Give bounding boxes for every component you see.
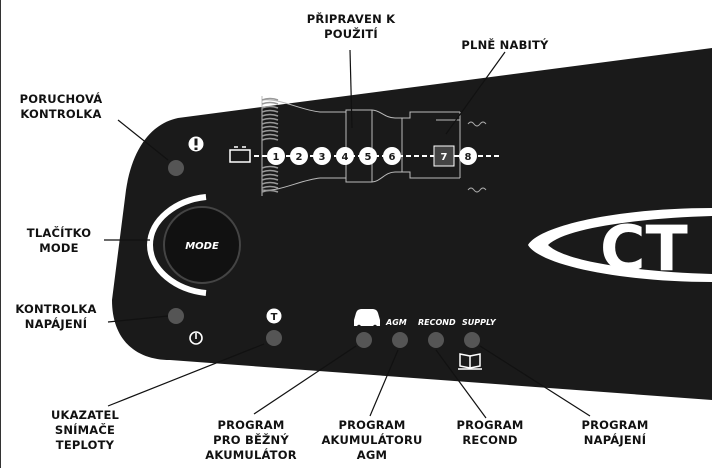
callout-program-recond: PROGRAM RECOND	[456, 418, 524, 447]
step-1-label: 1	[273, 152, 280, 163]
callout-program-agm: PROGRAM AKUMULÁTORU AGM	[321, 418, 423, 462]
step-3-label: 3	[319, 152, 326, 163]
book-icon	[458, 353, 482, 370]
pulse-coils-bottom	[261, 165, 279, 193]
step-6-label: 6	[389, 152, 396, 163]
step-8-circle	[459, 147, 477, 165]
step-8-label: 8	[465, 152, 472, 163]
exclamation-mark-dot	[194, 147, 198, 150]
brand-logo-swoosh	[528, 208, 712, 282]
mode-button-ring	[146, 194, 207, 296]
battery-icon	[229, 146, 251, 163]
diagram-frame-edge	[0, 0, 1, 468]
step-indicators: 1 2 3 4 5 6 7 8	[267, 147, 477, 165]
charging-curve	[261, 96, 461, 196]
step-2-label: 2	[296, 152, 303, 163]
temp-sensor-icon-letter: T	[271, 312, 278, 323]
step-3-circle	[313, 147, 331, 165]
mode-button-label: MODE	[185, 241, 219, 252]
step-5-circle	[359, 147, 377, 165]
agm-label: AGM	[385, 318, 407, 327]
exclamation-mark-bar	[194, 138, 198, 146]
callout-power-indicator: KONTROLKA NAPÁJENÍ	[15, 302, 97, 331]
step7-highlight	[433, 145, 455, 167]
step-4-label: 4	[342, 152, 349, 163]
callout-program-normal: PROGRAM PRO BĚŽNÝ AKUMULÁTOR	[205, 418, 297, 462]
step-6-circle	[383, 147, 401, 165]
mode-button[interactable]	[163, 206, 241, 284]
fault-led	[168, 160, 184, 176]
step-1-circle	[267, 147, 285, 165]
callout-temp-sensor: UKAZATEL SNÍMAČE TEPLOTY	[50, 408, 120, 452]
supply-label: SUPPLY	[462, 318, 497, 327]
callout-ready-to-use: PŘIPRAVEN K POUŽITÍ	[306, 12, 396, 41]
power-led	[168, 308, 184, 324]
temp-sensor-icon	[266, 308, 282, 324]
program-supply-led	[464, 332, 480, 348]
pulse-coils-top	[261, 97, 279, 141]
callout-fault-indicator: PORUCHOVÁ KONTROLKA	[19, 92, 103, 121]
step-7-label: 7	[441, 152, 448, 163]
power-icon	[189, 331, 203, 345]
step-4-circle	[336, 147, 354, 165]
step-5-label: 5	[365, 152, 372, 163]
program-normal-led	[356, 332, 372, 348]
callout-fully-charged: PLNĚ NABITÝ	[461, 38, 549, 52]
maintenance-pulses	[467, 121, 487, 193]
program-recond-led	[428, 332, 444, 348]
callout-mode-button: TLAČÍTKO MODE	[26, 226, 92, 255]
temp-sensor-led	[266, 330, 282, 346]
recond-label: RECOND	[418, 318, 456, 327]
leader-lines	[104, 49, 591, 419]
car-icon	[354, 309, 380, 330]
step-2-circle	[290, 147, 308, 165]
brand-logo-text: CT	[600, 212, 688, 285]
program-agm-led	[392, 332, 408, 348]
callout-program-supply: PROGRAM NAPÁJENÍ	[581, 418, 649, 447]
